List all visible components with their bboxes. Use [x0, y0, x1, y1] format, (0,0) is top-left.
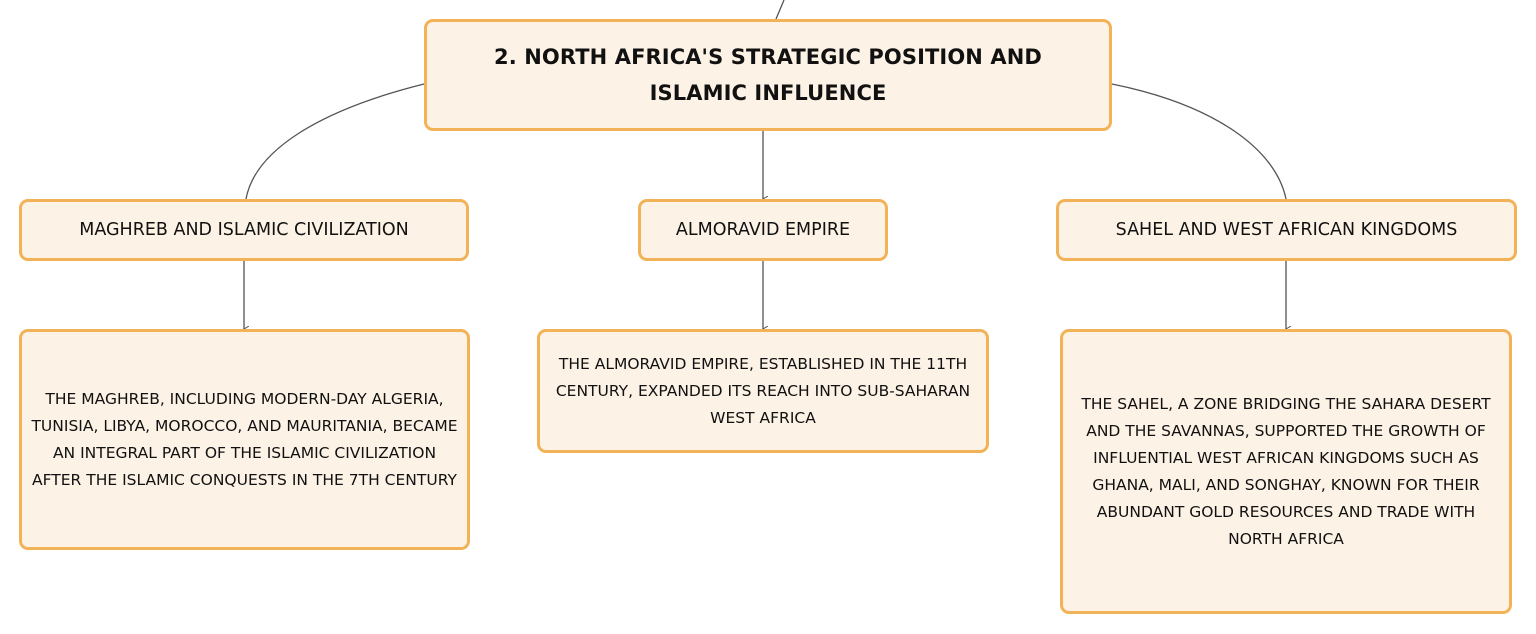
- connector-main-maghreb: [245, 83, 425, 200]
- main-topic-node[interactable]: 2. North Africa's Strategic Position and…: [424, 19, 1112, 131]
- detail-text-almoravid: The Almoravid Empire, established in the…: [555, 354, 971, 427]
- subtopic-node-maghreb[interactable]: Maghreb and Islamic Civilization: [19, 199, 469, 261]
- detail-text-sahel: The Sahel, a zone bridging the Sahara De…: [1081, 394, 1491, 548]
- subtopic-node-sahel[interactable]: Sahel and West African Kingdoms: [1056, 199, 1517, 261]
- subtopic-label-sahel: Sahel and West African Kingdoms: [1115, 220, 1458, 240]
- detail-text-maghreb: The Maghreb, including modern-day Algeri…: [31, 389, 458, 489]
- connector-main-sahel: [1111, 83, 1287, 200]
- detail-node-almoravid[interactable]: The Almoravid Empire, established in the…: [537, 329, 989, 453]
- subtopic-node-almoravid[interactable]: Almoravid Empire: [638, 199, 888, 261]
- subtopic-label-almoravid: Almoravid Empire: [675, 220, 851, 240]
- detail-node-sahel[interactable]: The Sahel, a zone bridging the Sahara De…: [1060, 329, 1512, 614]
- detail-node-maghreb[interactable]: The Maghreb, including modern-day Algeri…: [19, 329, 470, 550]
- subtopic-label-maghreb: Maghreb and Islamic Civilization: [79, 220, 409, 240]
- main-topic-label: 2. North Africa's Strategic Position and…: [494, 45, 1042, 105]
- connector-parent: [775, 0, 785, 20]
